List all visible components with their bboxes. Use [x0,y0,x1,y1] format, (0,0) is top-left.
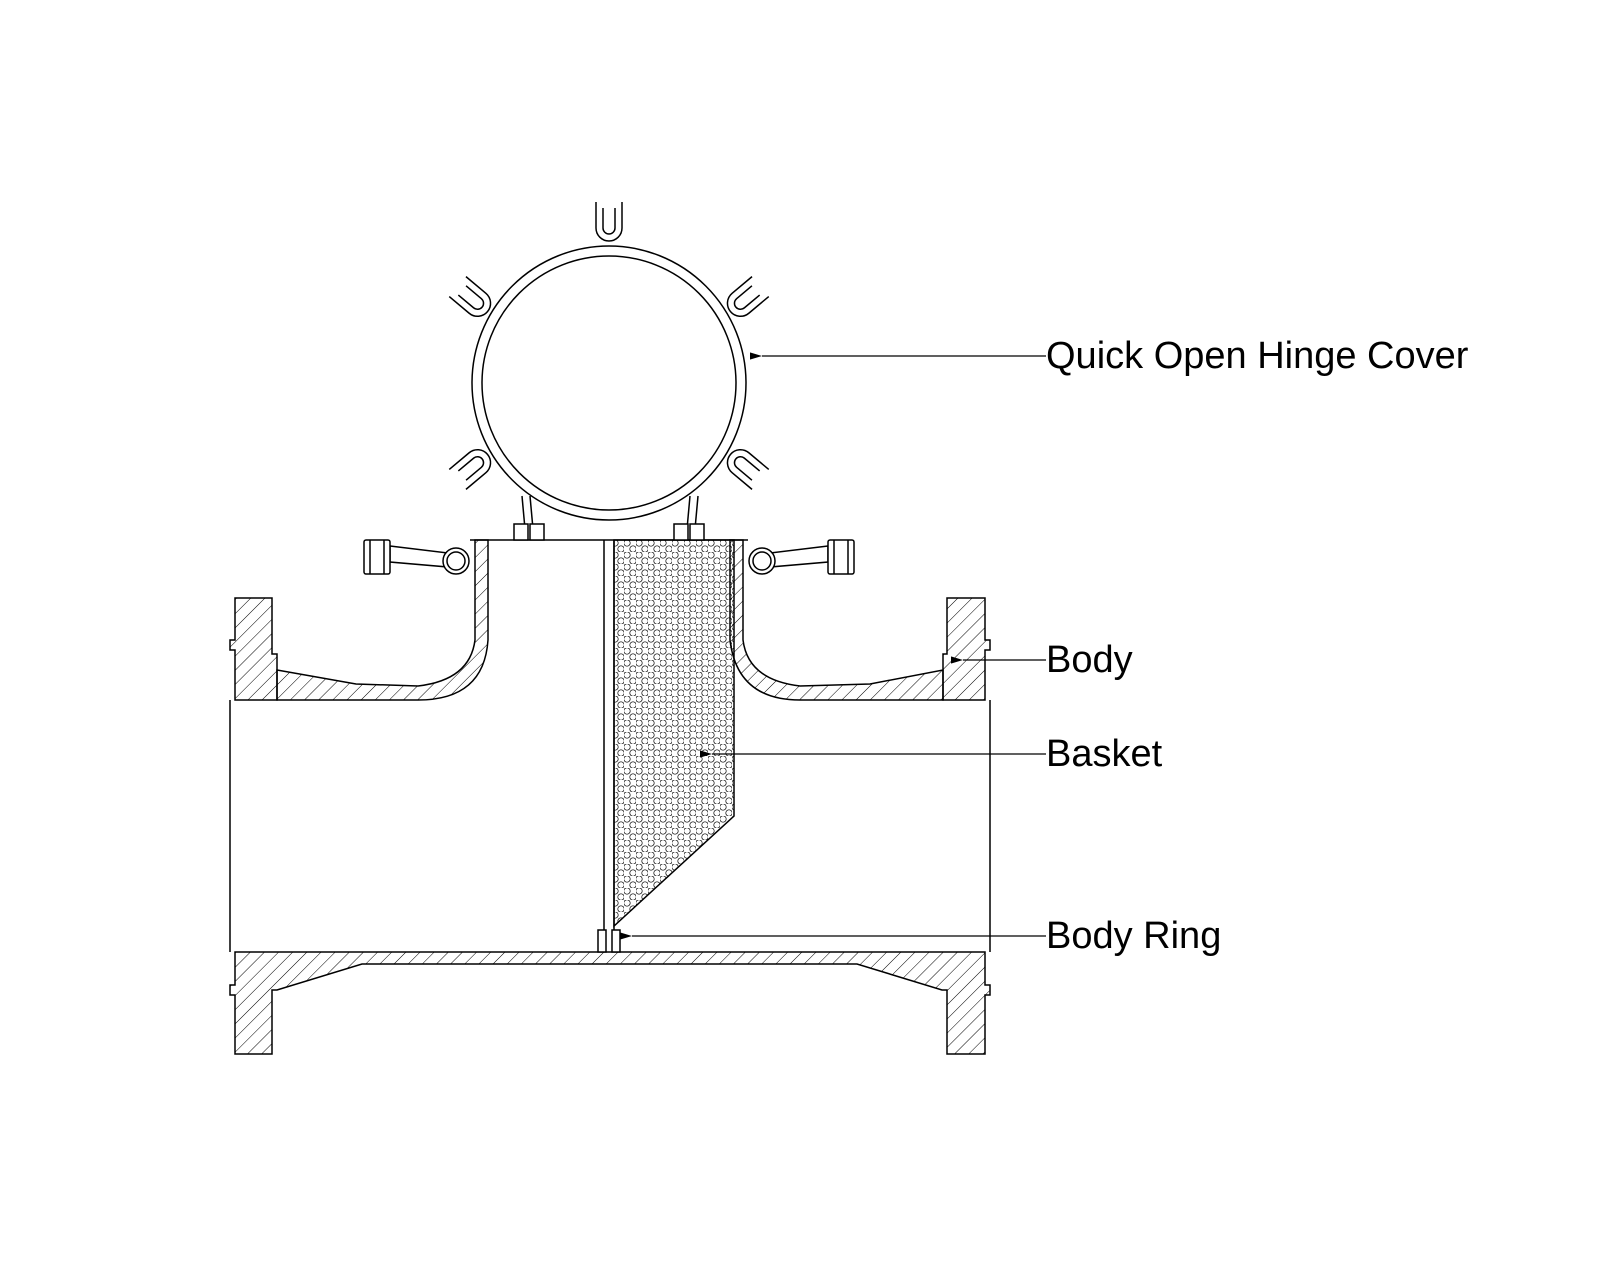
leader-lines [620,352,1046,940]
lug-icon [595,201,623,242]
hinge-cover [448,201,770,521]
right-swing-bolt [748,539,855,575]
label-cover: Quick Open Hinge Cover [1046,335,1469,377]
body-ring [597,929,621,953]
right-upper-flange [942,597,991,701]
left-swing-bolt [363,539,470,575]
lug-icon [721,443,770,491]
lug-icon [721,275,770,323]
body [229,539,991,1055]
callout-labels: Quick Open Hinge Cover Body Basket Body … [1046,335,1469,957]
basket [603,539,735,952]
label-basket: Basket [1046,733,1163,775]
pipe-bore [229,539,991,952]
upper-wall-right [729,539,944,701]
label-body-ring: Body Ring [1046,915,1221,957]
lug-icon [448,275,497,323]
label-body: Body [1046,639,1133,681]
hinge-supports [513,495,705,541]
left-upper-flange [229,597,278,701]
lug-icon [448,443,497,491]
lower-wall [229,951,991,1055]
